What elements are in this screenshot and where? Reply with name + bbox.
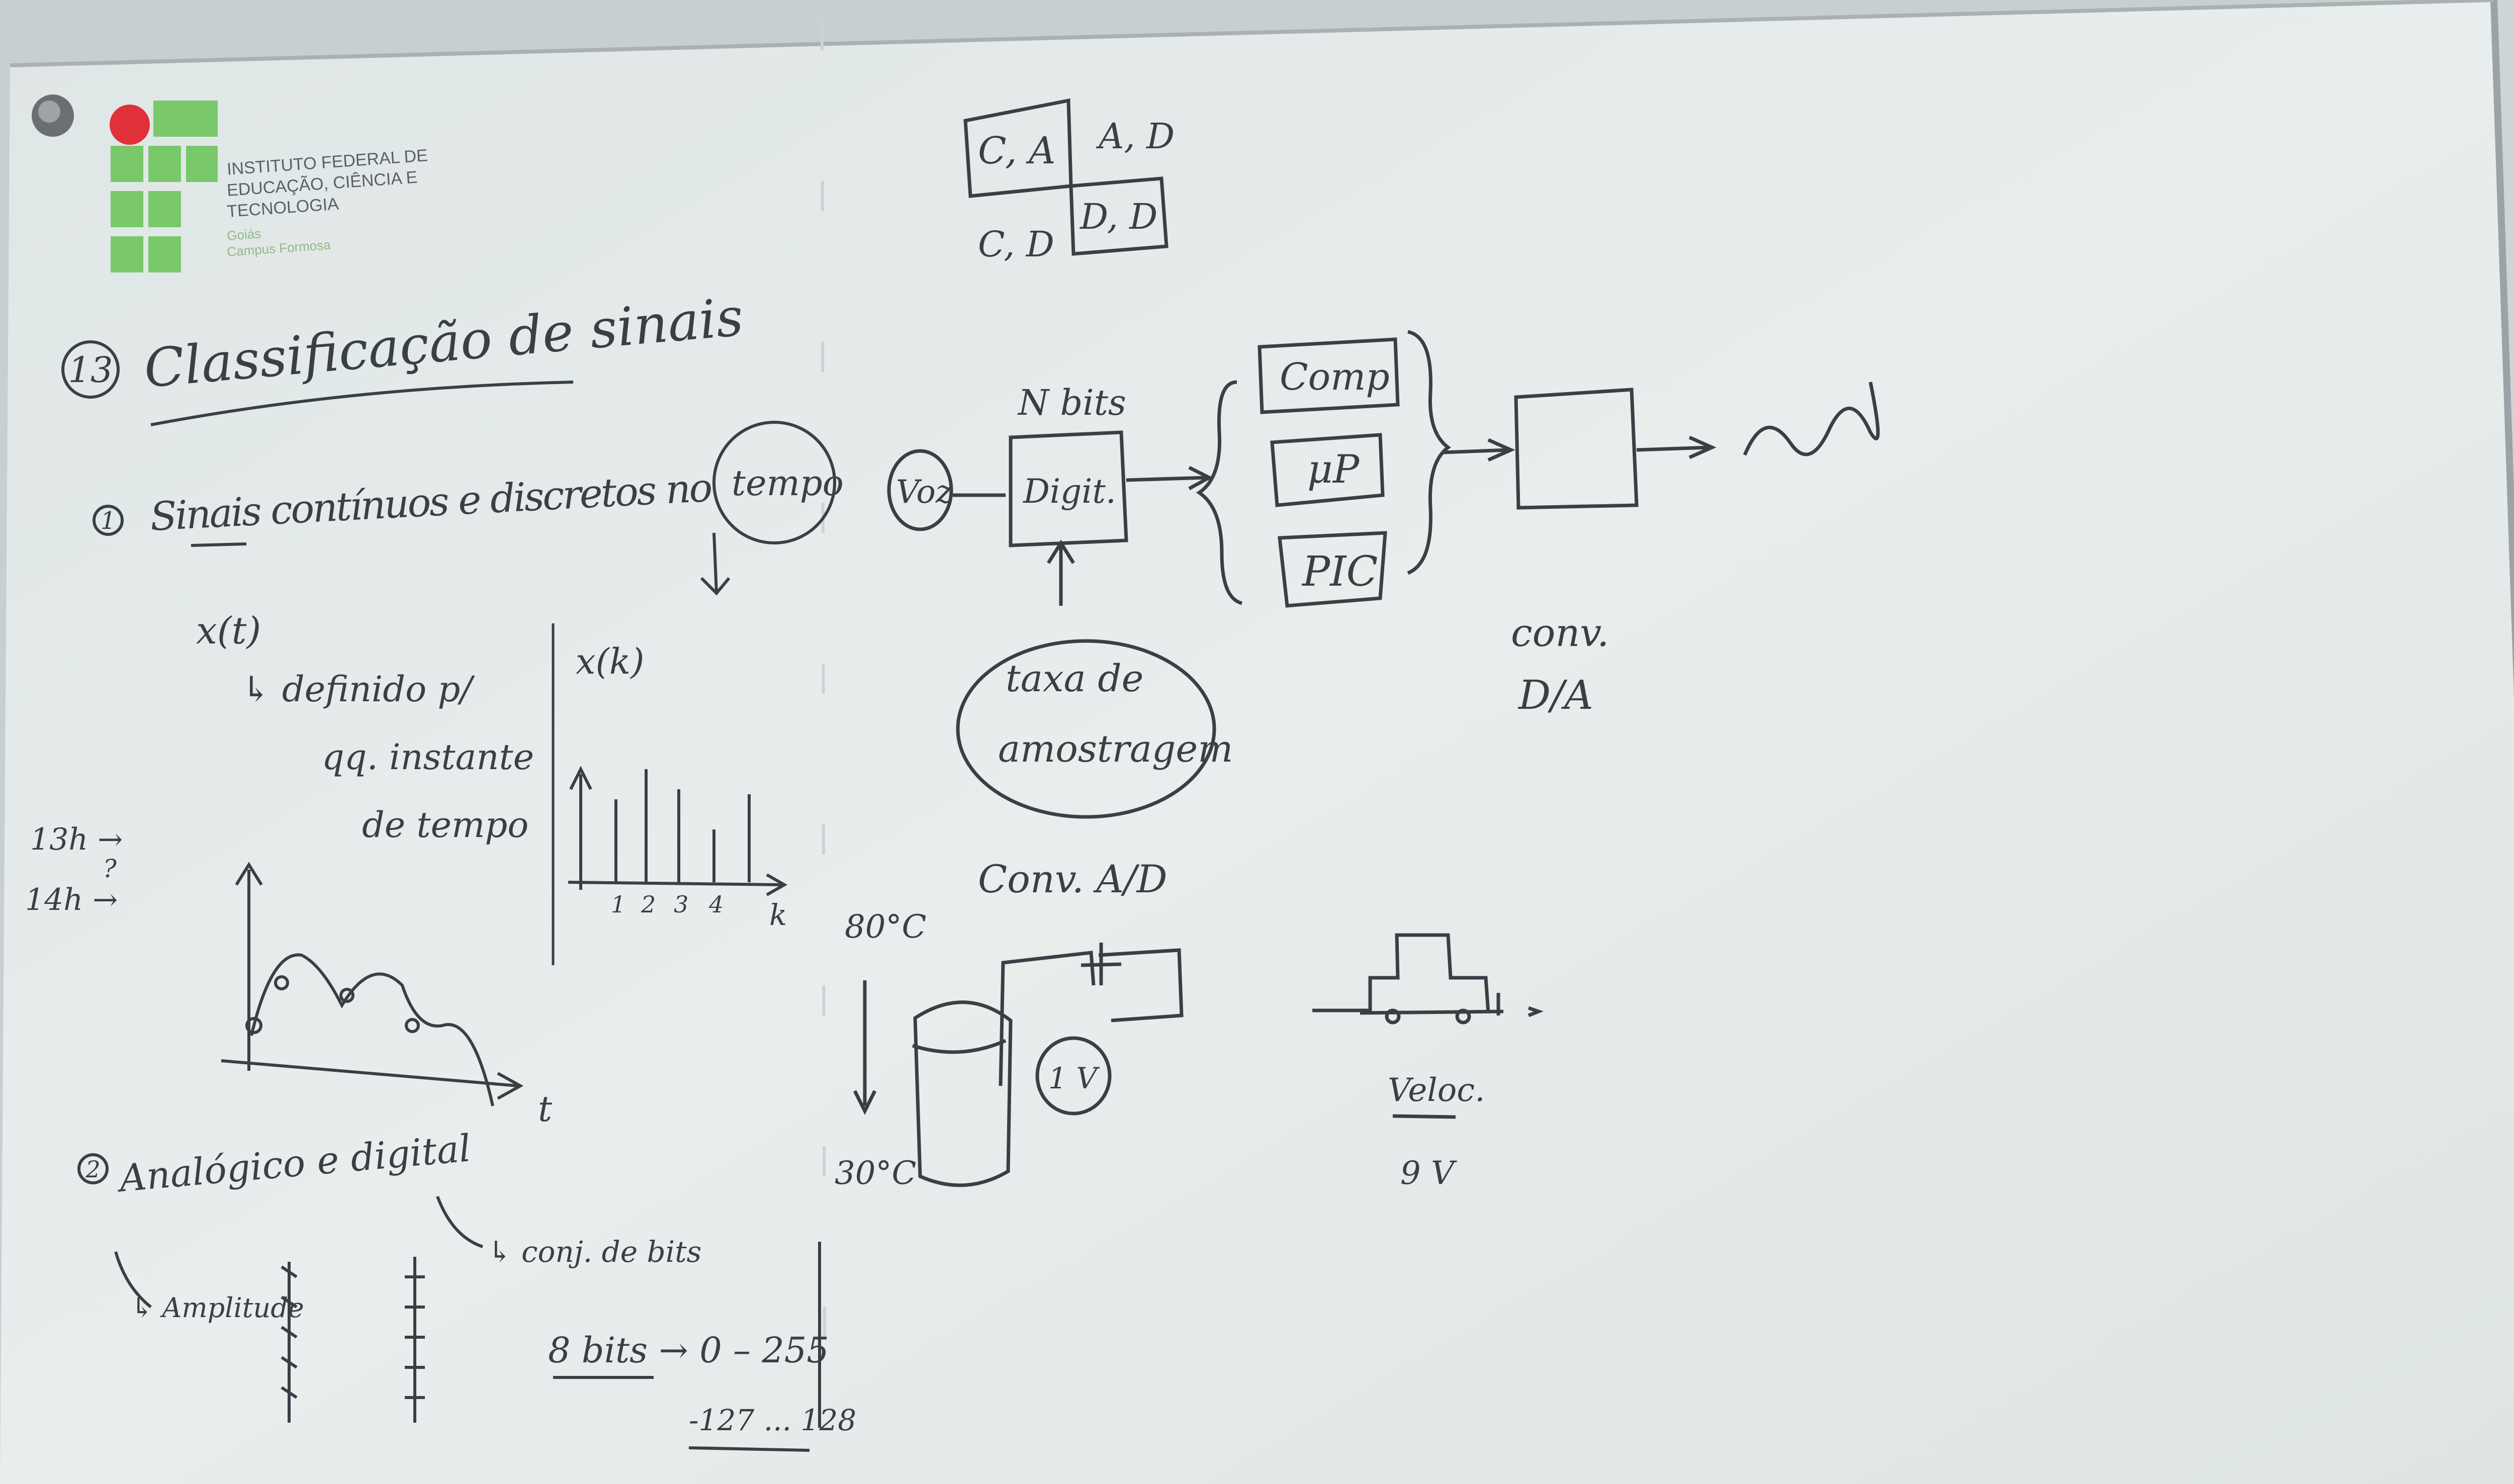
comp-label: Comp xyxy=(1280,355,1390,399)
xt-label: x(t) xyxy=(196,609,261,653)
taxa-label-line1: taxa de xyxy=(1006,657,1143,700)
side-note-14h: 14h → xyxy=(25,882,118,917)
one-volt-label: 1 V xyxy=(1048,1061,1100,1095)
digit-block-label: Digit. xyxy=(1023,472,1116,511)
side-notes: 13h → ? 14h → xyxy=(25,822,123,917)
tick-4: 4 xyxy=(708,891,724,918)
item1-marks xyxy=(93,421,836,596)
car-speed-sketch xyxy=(1312,933,1544,1119)
item1-number: 1 xyxy=(101,507,116,535)
matrix-ca: C, A xyxy=(978,129,1055,172)
matrix-ad: A, D xyxy=(1096,116,1175,157)
continuous-signal-plot xyxy=(221,862,524,1106)
side-note-question: ? xyxy=(103,854,117,883)
nbits-label: N bits xyxy=(1017,382,1126,423)
classification-matrix xyxy=(963,98,1169,256)
xk-label: x(k) xyxy=(576,641,645,682)
discrete-signal-plot xyxy=(568,766,788,896)
microprocessor-label: μP xyxy=(1307,447,1360,492)
veloc-label: Veloc. xyxy=(1388,1072,1485,1109)
conv-da-label-1: conv. xyxy=(1511,610,1609,655)
pic-label: PIC xyxy=(1301,548,1378,596)
conj-bits-label: ↳ conj. de bits xyxy=(488,1235,701,1269)
matrix-dd: D, D xyxy=(1079,196,1157,237)
t-axis-label: t xyxy=(538,1088,553,1130)
temp-80-label: 80°C xyxy=(845,908,926,946)
conv-da-label-2: D/A xyxy=(1517,672,1593,718)
title-number: 13 xyxy=(68,349,113,391)
taxa-label-line2: amostragem xyxy=(998,727,1233,771)
temp-30-label: 30°C xyxy=(835,1155,916,1192)
signed-range-label: -127 ... 128 xyxy=(689,1403,856,1437)
section-title xyxy=(61,340,574,426)
magnet-icon xyxy=(32,95,74,137)
side-note-13h: 13h → xyxy=(30,822,123,857)
def-line-3: de tempo xyxy=(362,804,528,846)
def-line-2: qq. instante xyxy=(322,736,534,778)
def-line-1: ↳ definido p/ xyxy=(241,669,475,710)
tick-1: 1 xyxy=(611,891,625,918)
block-diagram xyxy=(887,330,1880,819)
item1-tempo-circled: tempo xyxy=(732,462,844,504)
k-axis-label: k xyxy=(769,898,787,932)
voltage-label: 9 V xyxy=(1400,1155,1457,1192)
institute-logo: INSTITUTO FEDERAL DE EDUCAÇÃO, CIÊNCIA E… xyxy=(110,101,428,272)
voz-label: Voz xyxy=(896,474,953,511)
temperature-sensor-sketch xyxy=(853,943,1184,1187)
amplitude-label: ↳ Amplitude xyxy=(131,1292,304,1324)
bits-range-label: 8 bits → 0 – 255 xyxy=(548,1330,829,1371)
tick-2: 2 xyxy=(641,891,656,918)
item2-number: 2 xyxy=(85,1156,100,1183)
logo-subtext-1: Goiás xyxy=(226,226,261,243)
item2-marks xyxy=(77,1153,821,1452)
conv-ad-label: Conv. A/D xyxy=(978,857,1168,901)
tick-3: 3 xyxy=(674,891,688,918)
matrix-cd: C, D xyxy=(978,224,1054,265)
